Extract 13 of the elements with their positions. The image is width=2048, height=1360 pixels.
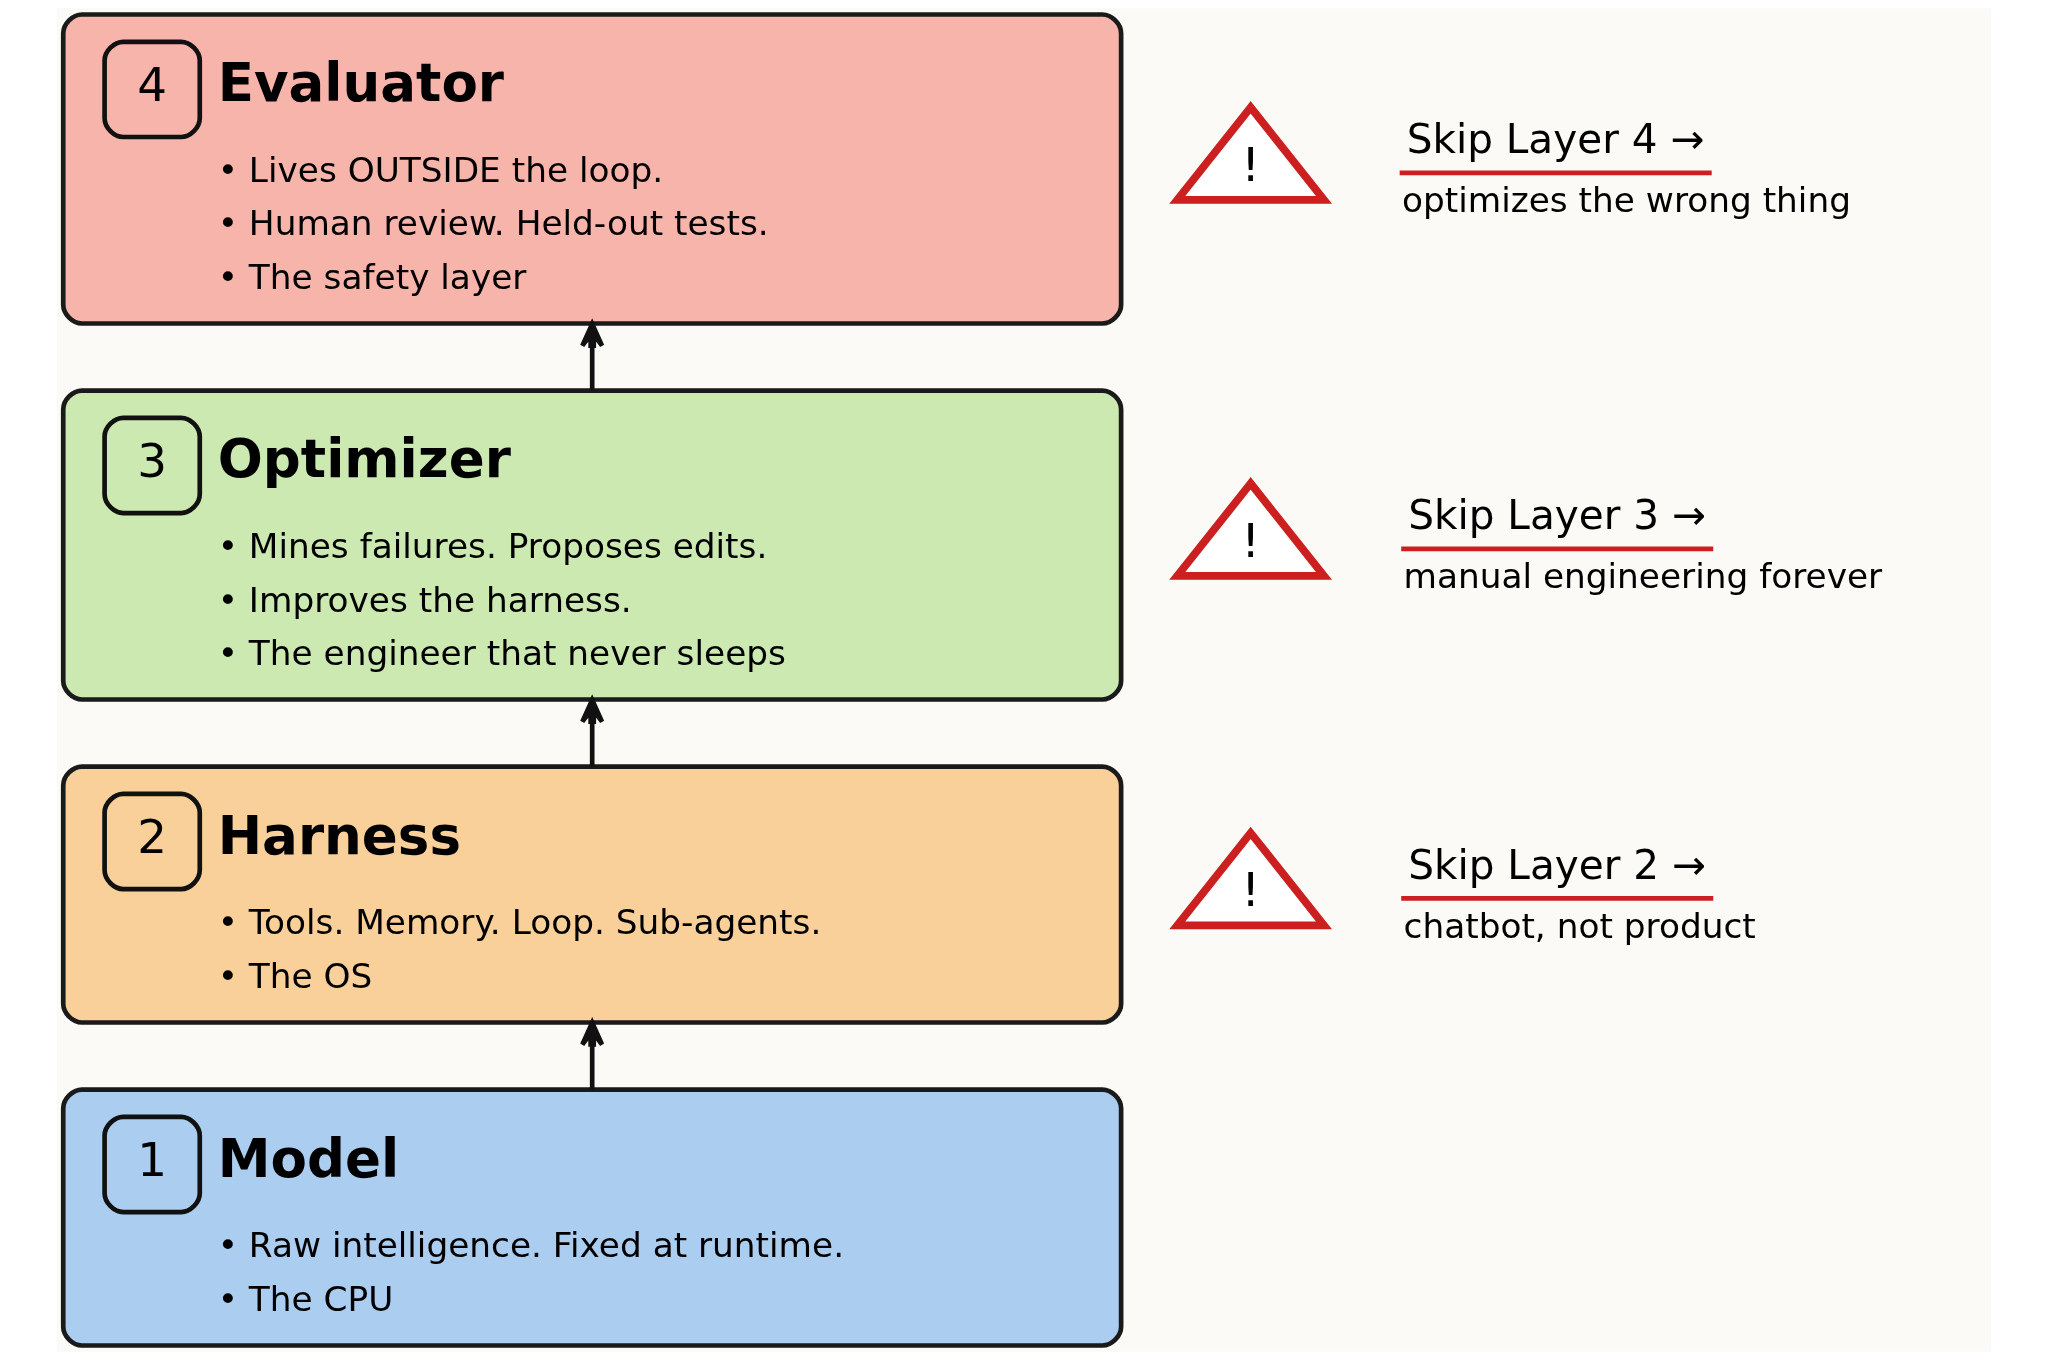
node-box: 1 Model • Raw intelligence. Fixed at runtime. • The CPU	[60, 1087, 1124, 1348]
node-label: Skip Layer 4 →	[1406, 115, 1705, 164]
node-label: manual engineering forever	[1403, 556, 1883, 597]
node-label: Skip Layer 3 →	[1408, 491, 1706, 540]
node-box: 4 Evaluator • Lives OUTSIDE the loop. • Human review. Held-out tests. • The safety layer	[60, 12, 1124, 326]
node-label: optimizes the wrong thing	[1401, 180, 1851, 221]
arrow	[580, 1020, 605, 1090]
node-box: 3 Optimizer • Mines failures. Proposes edits. • Improves the harness. • The engineer that never sleeps	[60, 388, 1124, 702]
arrow	[580, 321, 605, 391]
node-label: Skip Layer 2 →	[1408, 840, 1706, 889]
arrow	[580, 697, 605, 767]
node-box: 2 Harness • Tools. Memory. Loop. Sub-agents. • The OS	[60, 764, 1124, 1025]
node-label: chatbot, not product	[1403, 905, 1756, 946]
